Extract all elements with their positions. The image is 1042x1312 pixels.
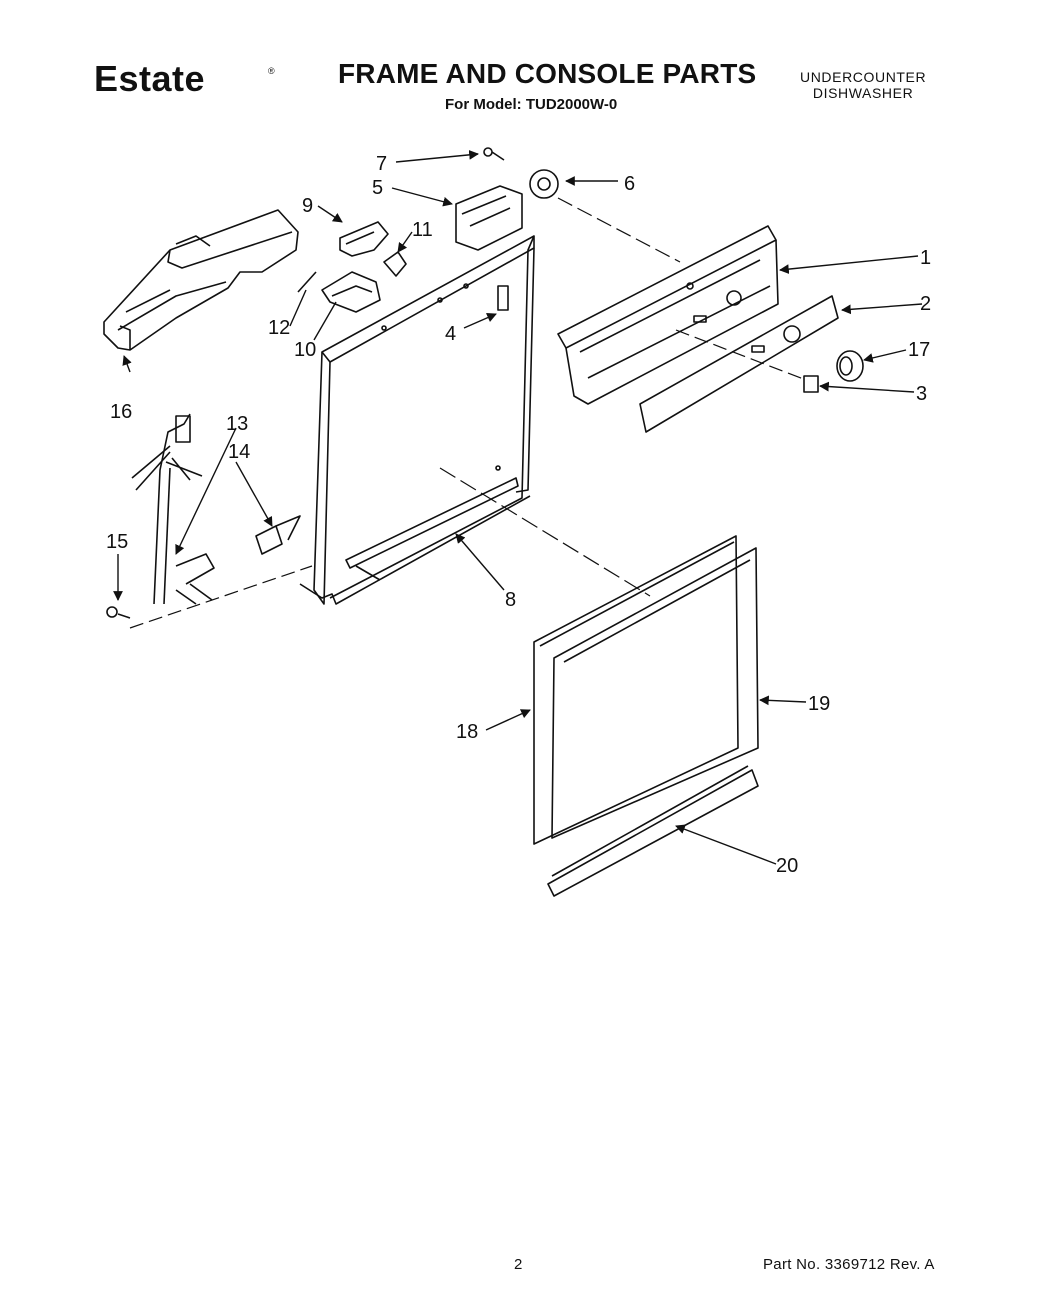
callout-19: 19: [808, 693, 830, 715]
callout-4: 4: [445, 323, 456, 345]
page-title: FRAME AND CONSOLE PARTS: [338, 58, 757, 89]
callout-3: 3: [916, 383, 927, 405]
callout-2: 2: [920, 293, 931, 315]
outer-door-panel-part: [533, 535, 759, 845]
registered-mark: ®: [268, 66, 275, 76]
appliance-category: UNDERCOUNTER DISHWASHER: [800, 69, 926, 101]
brand-logo: Estate: [94, 58, 206, 99]
inner-door-frame-part: [299, 235, 535, 605]
callout-9: 9: [302, 195, 313, 217]
category-line-2: DISHWASHER: [812, 85, 914, 101]
control-panel-part: [557, 225, 779, 405]
callout-12: 12: [268, 317, 290, 339]
callout-5: 5: [372, 177, 383, 199]
callout-15: 15: [106, 531, 128, 553]
category-line-1: UNDERCOUNTER: [800, 69, 927, 85]
callout-6: 6: [624, 173, 635, 195]
callout-13: 13: [226, 413, 248, 435]
callout-14: 14: [228, 441, 250, 463]
document-part-number: Part No. 3369712 Rev. A: [763, 1256, 935, 1273]
callout-18: 18: [456, 721, 478, 743]
callout-7: 7: [376, 153, 387, 175]
callout-17: 17: [908, 339, 930, 361]
console-overlay-part: [639, 295, 839, 433]
page-number: 2: [514, 1256, 523, 1273]
callout-16: 16: [110, 401, 132, 423]
knob-part: [803, 350, 864, 393]
callout-8: 8: [505, 589, 516, 611]
wire-harness-part: [106, 413, 301, 619]
callout-11: 11: [412, 219, 433, 241]
callout-20: 20: [776, 855, 798, 877]
callout-10: 10: [294, 339, 316, 361]
console-housing-part: [103, 209, 299, 351]
model-subtitle: For Model: TUD2000W-0: [445, 96, 618, 113]
callout-1: 1: [920, 247, 931, 269]
door-trim-strip-part: [547, 765, 759, 897]
door-latch-part: [297, 221, 407, 313]
selector-switch-part: [455, 147, 559, 251]
